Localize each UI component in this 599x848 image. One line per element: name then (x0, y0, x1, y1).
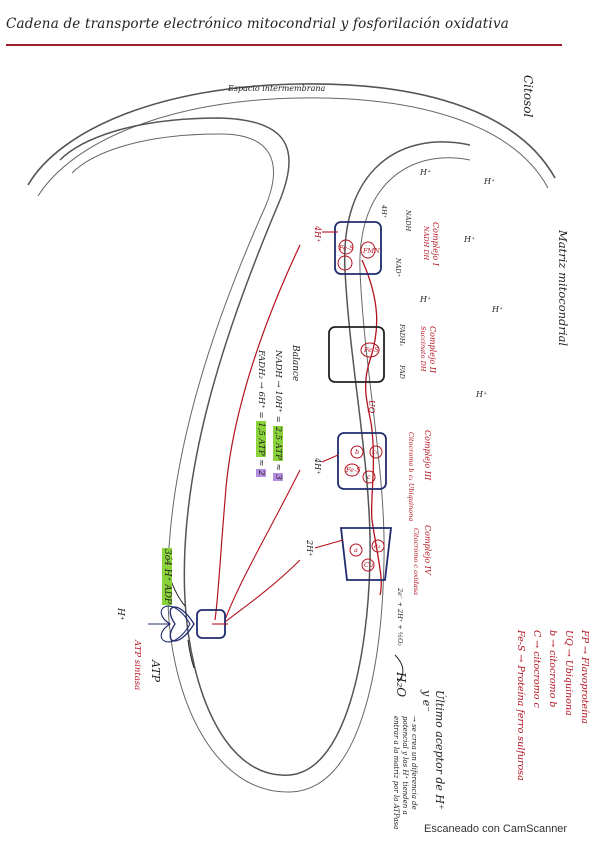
complex-4-a-circle (349, 543, 363, 557)
balance-line-2-int: 2 (256, 469, 266, 477)
complex-1-pump: 4H⁺ (313, 226, 322, 243)
complex-4-a3-circle (371, 539, 385, 553)
proton-label-1: H⁺ (420, 168, 432, 177)
atp-out-label: ATP (149, 660, 162, 683)
complex-3-fes: Fe-S (346, 466, 361, 474)
title-underline (6, 44, 562, 46)
legend-item-3: b → citocromo b (547, 630, 558, 708)
complex-1-fes-circle (338, 239, 354, 255)
proton-label-3: H⁺ (464, 235, 476, 244)
atp-synthase-proton: H⁺ (115, 608, 125, 621)
complex-4-pump-arrow (314, 539, 344, 549)
complex-1-in-protons: 4H⁺ (380, 205, 388, 219)
complex-3-desc: Citocromo b c₁ Ubiquinona (407, 432, 415, 522)
complex-2-box (328, 326, 385, 383)
complex-4-name: Complejo IV (423, 525, 432, 575)
complex-4-a: a (354, 546, 358, 554)
balance-heading: Balance (290, 345, 300, 382)
atp-synthase-adp-text: 3ó4 H⁺ ADP (162, 548, 172, 605)
proton-label-5: H⁺ (492, 305, 504, 314)
complex-1-name: Complejo I (431, 222, 440, 266)
proton-return-line (214, 244, 301, 621)
balance-line-2-equals: ≈ (256, 459, 266, 467)
complex-1-fmn: FMN (363, 247, 380, 255)
balance-line-2: FADH₂ → 6H⁺ = 1,5 ATP ≈ 2 (256, 350, 266, 477)
complex-1-fes2-circle (337, 255, 353, 271)
complex-3-c1-circle (369, 445, 383, 459)
complex-4-desc: Citocromo c oxidasa (412, 528, 420, 595)
complex-1-box (334, 221, 382, 275)
complex-4-pump: 2H⁺ (305, 540, 314, 557)
balance-line-1: NADH → 10H⁺ = 2,5 ATP ≈ 3 (273, 350, 283, 481)
complex-4-reaction: 2e⁻ + 2H⁺ + ½O₂ (396, 588, 404, 647)
outer-membrane (27, 83, 556, 186)
water-arrow (394, 654, 404, 683)
atp-out-arrow (187, 639, 195, 669)
complex-4-a3: a₃ (374, 542, 381, 550)
complex-3-c-circle (362, 470, 376, 484)
complex-1-fes: Fe-S (339, 244, 354, 252)
proton-return-line-2 (224, 469, 301, 621)
complex-2-fad: FAD (398, 365, 406, 379)
cytosol-label: Citosol (521, 75, 535, 118)
complex-4-cu: Cu (364, 561, 374, 569)
complex-3-b: b (355, 448, 360, 456)
inner-membrane-inner-line (71, 133, 471, 793)
adp-arrow (169, 577, 186, 607)
atp-synthase-adp: 3ó4 H⁺ ADP (162, 548, 172, 605)
gradient-note: → se crea un diferencia de potencial y l… (392, 716, 418, 830)
complex-1-desc: NADH DH (422, 226, 430, 261)
complex-2-fes-circle (360, 342, 380, 358)
legend-item-5: Fe-S → Proteína ferro sulfurosa (515, 630, 526, 781)
inner-membrane (59, 117, 471, 776)
complex-3-b-circle (350, 445, 364, 459)
proton-label-4: H⁺ (420, 295, 432, 304)
ubiquinone-label: UQ (367, 400, 376, 414)
proton-return-line-3 (224, 559, 301, 623)
water-label: H₂O (394, 672, 408, 698)
final-acceptor-note: Último aceptor de H⁺ y e⁻ (420, 690, 446, 810)
complex-3-fes-circle (344, 463, 360, 477)
electron-path (361, 259, 382, 596)
matrix-label: Matriz mitocondrial (556, 230, 570, 347)
complex-2-fes: Fe-S (364, 346, 379, 354)
legend-item-2: UQ → Ubiquinona (563, 630, 574, 716)
complex-1-fmn-circle (360, 241, 376, 259)
complex-3-c1: c₁ (372, 448, 379, 456)
scanner-footer: Escaneado con CamScanner (424, 823, 568, 835)
legend-item-4: C → citocromo c (531, 630, 542, 708)
balance-line-2-lhs: FADH₂ → 6H⁺ = (256, 350, 266, 419)
complex-2-desc: Succinato DH (419, 326, 427, 372)
legend-item-1: FP → Flavoproteína (579, 630, 590, 724)
complex-1-nad: NAD⁺ (394, 258, 402, 278)
balance-line-1-atp: 2,5 ATP (273, 425, 283, 461)
complex-3-box (337, 432, 387, 490)
outer-membrane-inner-line (37, 97, 549, 197)
complex-3-c: c (367, 473, 371, 481)
balance-line-1-equals: ≈ (273, 463, 283, 471)
atp-synthase-label: ATP sintasa (132, 640, 142, 691)
balance-line-2-atp: 1,5 ATP (256, 421, 266, 457)
atp-synthase-f1-head (169, 606, 195, 642)
balance-line-1-int: 3 (273, 473, 283, 481)
proton-label-6: H⁺ (476, 390, 488, 399)
balance-line-1-lhs: NADH → 10H⁺ = (273, 350, 283, 423)
complex-2-fadh: FADH₂ (398, 324, 406, 347)
complex-3-pump: 4H⁺ (313, 458, 322, 475)
complex-2-name: Complejo II (428, 326, 437, 374)
page-title: Cadena de transporte electrónico mitocon… (6, 16, 510, 32)
proton-label-2: H⁺ (484, 177, 496, 186)
complex-4-cu-circle (361, 558, 375, 572)
complex-1-nadh: NADH (404, 210, 412, 232)
complex-4-box (339, 527, 393, 581)
complex-3-name: Complejo III (423, 430, 432, 481)
complex-3-pump-arrow (321, 454, 339, 463)
intermembrane-label: Espacio intermembrana (228, 84, 326, 93)
